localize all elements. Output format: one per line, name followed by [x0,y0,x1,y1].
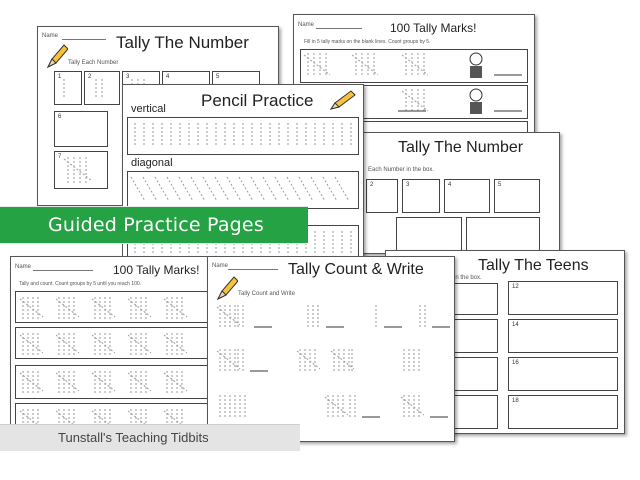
tally-box: 2 [366,179,398,213]
page-subtitle: in the box. [454,275,482,281]
banner-text: Guided Practice Pages [48,214,264,236]
name-label: Name [212,263,229,269]
tally-box [396,217,462,253]
tally-box [454,283,498,315]
tally-box: 1 [54,71,82,105]
name-label: Name [15,264,32,270]
page-instruction: Tally and count. Count groups by 5 until… [19,281,142,287]
page-title: 100 Tally Marks! [113,263,200,277]
tally-count-write-sheet: Name Tally Count & Write Tally Count and… [207,256,455,442]
page-subtitle: Tally Each Number [68,60,119,66]
tally-box: 4 [444,179,490,213]
tally-marks [216,305,450,418]
page-instruction: Fill in 5 tally marks on the blank lines… [304,39,431,45]
tally-row [15,327,217,359]
kid-icon [469,52,483,114]
tally-row [300,49,528,83]
tally-box [454,357,498,391]
tally-box: 14 [508,319,618,353]
tally-box [466,217,540,253]
name-label: Name [298,22,315,28]
tally-box: 5 [494,179,540,213]
tally-box: 7 [54,151,108,189]
page-title: Pencil Practice [201,91,314,110]
page-title: 100 Tally Marks! [390,21,477,35]
guided-practice-banner: Guided Practice Pages [0,206,308,244]
watermark-footer: Tunstall's Teaching Tidbits [0,424,300,451]
name-label: Name [42,33,59,39]
page-subtitle: Tally Count and Write [238,291,295,297]
tally-row [15,365,217,399]
tally-box: 3 [402,179,440,213]
page-title: Tally Count & Write [288,261,424,278]
vertical-label: vertical [131,103,166,115]
page-title: Tally The Number [116,33,249,52]
hundred-tally-marks-sheet-2: Name 100 Tally Marks! Tally and count. C… [10,256,218,444]
footer-text: Tunstall's Teaching Tidbits [58,430,209,445]
pencil-icon [329,90,356,110]
pencil-icon [216,276,238,301]
tally-box: 12 [508,281,618,315]
tally-box: 18 [508,395,618,429]
tally-the-number-sheet-2: Tally The Number Each Number in the box.… [355,132,560,254]
page-title: Tally The Number [398,139,524,156]
page-subtitle: Each Number in the box. [368,167,435,173]
tally-box: 16 [508,357,618,391]
page-title: Tally The Teens [478,257,589,274]
tally-box: 2 [84,71,120,105]
tally-box [454,395,498,429]
tally-box [454,319,498,353]
pencil-icon [46,44,68,69]
tally-box: 6 [54,111,108,147]
tally-marks [19,297,188,431]
tally-row [15,291,217,323]
diagonal-label: diagonal [131,157,173,169]
